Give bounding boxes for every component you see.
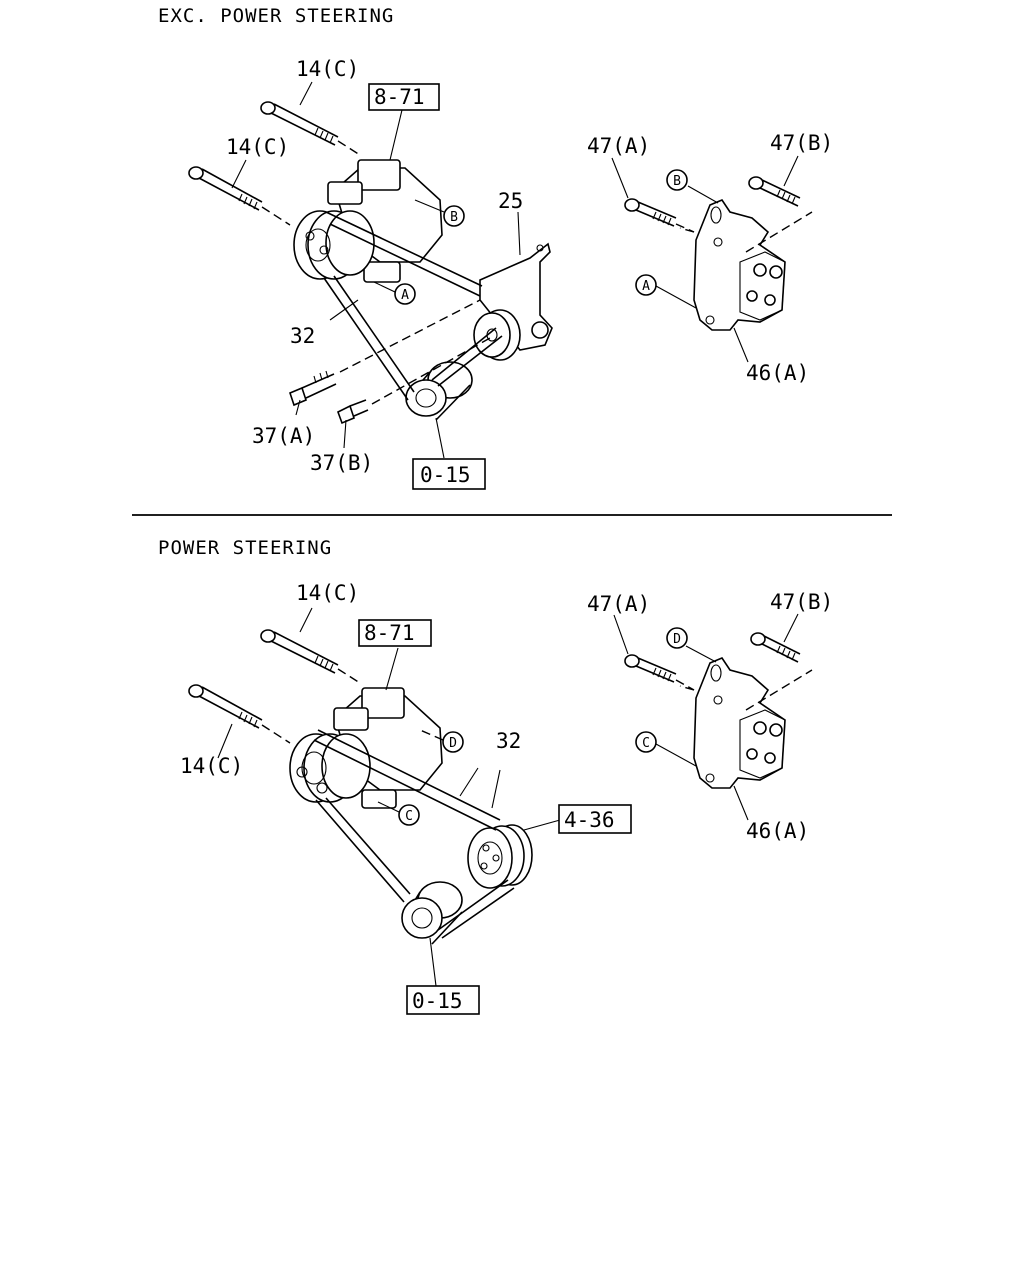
label-14c: 14(C) [180,754,243,778]
label-32: 32 [290,324,315,348]
callout-b-2: B [666,169,688,191]
section-power-steering: POWER STEERING [158,537,833,1015]
bolt-47b [750,632,801,663]
label-46a: 46(A) [746,819,809,843]
label-47b: 47(B) [770,590,833,614]
crank-pulley [405,361,473,421]
bolt-47a [624,654,695,691]
label-14c: 14(C) [226,135,289,159]
bracket-46a [679,199,813,331]
callout-a-1: A [373,281,416,305]
section-title: EXC. POWER STEERING [158,5,394,27]
svg-text:B: B [450,210,458,225]
callout-d-1: D [419,729,464,753]
bolt-14c-lower [188,166,291,226]
callout-b-1: B [414,199,465,227]
callout-d-2: D [666,627,688,649]
callout-c-1: C [377,801,420,826]
power-steering-pulley [467,824,533,889]
bolt-14c-upper [260,629,361,684]
label-47a: 47(A) [587,134,650,158]
callout-a-2: A [635,274,657,296]
belt-32 [323,211,503,401]
label-8-71: 8-71 [364,621,415,645]
bolt-37b [337,337,491,425]
bolt-14c-lower [188,684,291,744]
label-4-36: 4-36 [564,808,615,832]
bolt-14c-upper [260,101,361,156]
compressor [289,687,443,809]
label-8-71: 8-71 [374,85,425,109]
bracket-25 [473,242,553,361]
label-32: 32 [496,729,521,753]
bolt-37a [289,299,481,407]
svg-text:D: D [673,632,681,647]
svg-text:B: B [673,174,681,189]
compressor [293,159,443,283]
label-14c: 14(C) [296,581,359,605]
section-title: POWER STEERING [158,537,332,559]
svg-text:A: A [642,279,650,294]
crank-pulley [401,881,463,945]
label-0-15: 0-15 [412,989,463,1013]
belt-32 [313,729,515,939]
label-25: 25 [498,189,523,213]
svg-text:A: A [401,288,409,303]
label-14c: 14(C) [296,57,359,81]
label-37a: 37(A) [252,424,315,448]
svg-text:C: C [642,736,650,751]
svg-text:D: D [449,736,457,751]
svg-text:C: C [405,809,413,824]
section-exc-power-steering: EXC. POWER STEERING [158,5,833,490]
label-37b: 37(B) [310,451,373,475]
bracket-46a [679,657,813,789]
label-47b: 47(B) [770,131,833,155]
bolt-47a [624,198,695,233]
label-0-15: 0-15 [420,463,471,487]
bolt-47b [748,176,801,207]
label-47a: 47(A) [587,592,650,616]
callout-c-2: C [635,731,657,753]
label-46a: 46(A) [746,361,809,385]
